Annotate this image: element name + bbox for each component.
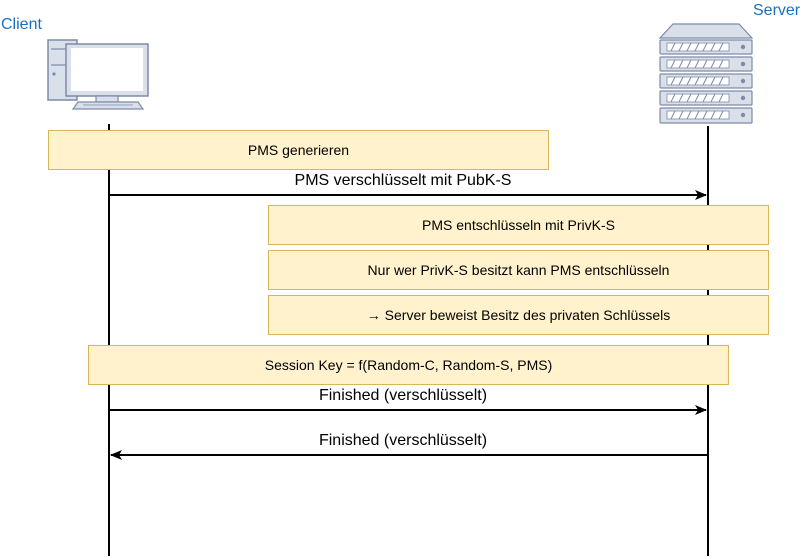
- note-only-privk: Nur wer PrivK-S besitzt kann PMS entschl…: [268, 250, 769, 290]
- client-label: Client: [1, 16, 42, 33]
- computer-icon: [47, 39, 149, 110]
- note-session-key: Session Key = f(Random-C, Random-S, PMS): [88, 345, 729, 385]
- server-icon: [659, 23, 753, 124]
- message-finished-server: Finished (verschlüsselt): [318, 432, 488, 449]
- note-pms-decrypt: PMS entschlüsseln mit PrivK-S: [268, 205, 769, 245]
- message-pms-encrypted: PMS verschlüsselt mit PubK-S: [294, 172, 512, 189]
- message-finished-client: Finished (verschlüsselt): [318, 387, 488, 404]
- note-proves-key: → Server beweist Besitz des privaten Sch…: [268, 295, 769, 335]
- note-pms-generate: PMS generieren: [48, 130, 549, 170]
- server-label: Server: [753, 2, 801, 19]
